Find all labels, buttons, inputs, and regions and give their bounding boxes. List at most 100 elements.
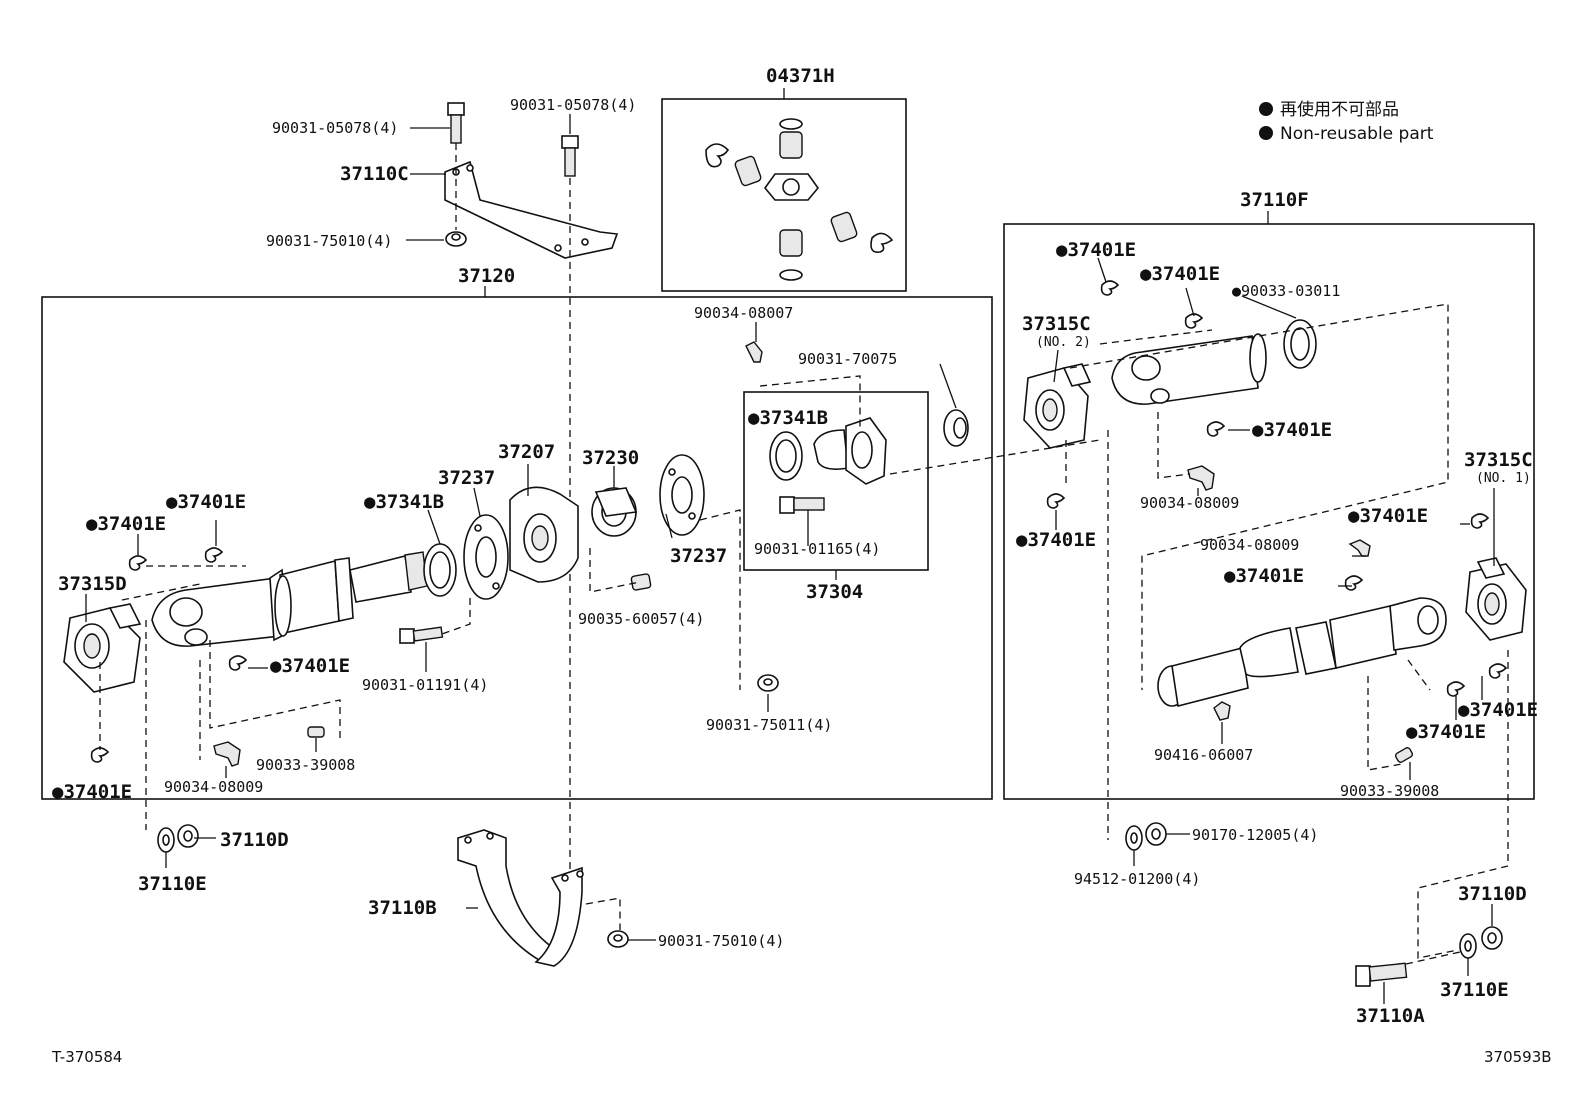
flange-yoke-37315d [63, 603, 142, 693]
assembly-dash-lines [99, 143, 1509, 965]
center-support-37207 [509, 486, 579, 583]
bolt-37110a [1355, 962, 1408, 987]
part-label: 37110A [1356, 1005, 1425, 1027]
legend-bullet-icon [1259, 126, 1273, 140]
group-label-37110f: 37110F [1240, 189, 1309, 211]
snap-rings-right [1046, 280, 1508, 697]
grease-fitting-90034-08007 [745, 341, 763, 363]
tube-left-shaft [274, 551, 428, 637]
box-37110f [1003, 211, 1535, 800]
part-label: 37315C [1022, 313, 1091, 335]
part-label: 90034-08007 [694, 304, 793, 322]
nut-37110d-right [1481, 926, 1503, 950]
part-label: 90031-05078(4) [272, 119, 398, 137]
part-label: 37315C [1464, 449, 1533, 471]
box-37120 [41, 286, 993, 800]
part-label: ●37401E [1252, 419, 1332, 441]
part-label: 37237 [670, 545, 727, 567]
part-labels: 90031-05078(4) 90031-05078(4) 37110C 900… [52, 96, 1538, 1027]
part-label: ●37341B [364, 491, 444, 513]
footer-right-code: 370593B [1484, 1048, 1552, 1066]
legend-en: Non-reusable part [1280, 124, 1434, 144]
part-label: 90031-75010(4) [658, 932, 784, 950]
part-label: ●37401E [1016, 529, 1096, 551]
washer-37237-left [463, 514, 509, 600]
part-label: 37315D [58, 573, 127, 595]
part-label: ●37401E [1224, 565, 1304, 587]
legend: 再使用不可部品 Non-reusable part [1259, 99, 1434, 144]
part-label: 94512-01200(4) [1074, 870, 1200, 888]
washer-37110e-right [1459, 933, 1477, 959]
bolt-90031-05078-left [447, 102, 465, 144]
part-label: 90170-12005(4) [1192, 826, 1318, 844]
bearing-37230 [591, 487, 638, 537]
part-label: 90033-39008 [1340, 782, 1439, 800]
footer-left-code: T-370584 [51, 1048, 122, 1066]
part-label: 90035-60057(4) [578, 610, 704, 628]
universal-joint-spider-kit [705, 118, 894, 281]
leader-lines [85, 114, 1495, 1004]
part-label: 90031-75011(4) [706, 716, 832, 734]
seal-37341b-box [769, 431, 803, 481]
part-label: 90031-05078(4) [510, 96, 636, 114]
box-37304 [743, 391, 929, 580]
part-label: 37110C [340, 163, 409, 185]
bolt-90031-01191 [399, 626, 444, 644]
bolt-90031-05078-right [561, 135, 579, 177]
sleeve-yoke-lower [1389, 597, 1447, 651]
pin-90035-60057 [630, 573, 652, 591]
part-label: 37230 [582, 447, 639, 469]
part-label: 90416-06007 [1154, 746, 1253, 764]
part-label: ●37341B [748, 407, 828, 429]
legend-bullet-icon [1259, 102, 1273, 116]
flange-center-37304 [813, 417, 887, 485]
nut-90031-75011 [757, 674, 779, 692]
part-label: 90031-01165(4) [754, 540, 880, 558]
nut-90031-75010-bottom [607, 930, 629, 948]
part-label: 37237 [438, 467, 495, 489]
grease-fitting-90034-08009-lower [1348, 539, 1371, 557]
washer-37237-right [659, 454, 705, 536]
grease-fitting-90033-39008-left [307, 726, 325, 738]
part-label: 90031-70075 [798, 350, 897, 368]
grease-fitting-90416-06007 [1213, 701, 1231, 721]
bolt-90031-01165 [779, 496, 825, 514]
part-label: 37110E [1440, 979, 1509, 1001]
part-label: ●37401E [166, 491, 246, 513]
bracket-37110b [457, 829, 584, 967]
seal-90033-03011 [1283, 319, 1317, 369]
group-label-04371h: 04371H [766, 65, 835, 87]
washer-37110e-left [157, 827, 175, 853]
grease-fitting-90033-39008-right [1394, 747, 1414, 763]
part-label: 90031-01191(4) [362, 676, 488, 694]
group-label-37120: 37120 [458, 265, 515, 287]
part-label: ●37401E [86, 513, 166, 535]
washer-94512-01200 [1125, 825, 1143, 851]
flange-yoke-37315c-no1 [1465, 557, 1527, 641]
box-04371h [661, 88, 907, 292]
part-label: (NO. 1) [1476, 471, 1531, 486]
nut-37110d-left [177, 824, 199, 848]
dust-deflector-90031-70075 [943, 409, 969, 447]
part-label: 90034-08009 [1200, 536, 1299, 554]
part-label: 37110D [1458, 883, 1527, 905]
part-label: 90031-75010(4) [266, 232, 392, 250]
yoke-sleeve-left [151, 568, 287, 647]
dust-seal-37341b-left [423, 543, 457, 597]
part-label: 37110D [220, 829, 289, 851]
flange-yoke-37315c-no2 [1023, 363, 1092, 449]
part-label: ●90033-03011 [1232, 282, 1340, 300]
bracket-37110c [444, 160, 619, 259]
sleeve-yoke-upper [1111, 333, 1267, 405]
grease-fitting-90034-08009-upper [1187, 465, 1215, 491]
legend-jp: 再使用不可部品 [1280, 99, 1399, 120]
part-label: 37110E [138, 873, 207, 895]
tube-right-shaft [1157, 605, 1397, 707]
part-label: ●37401E [1140, 263, 1220, 285]
nut-90031-75010-top [445, 231, 467, 247]
part-label: 90034-08009 [1140, 494, 1239, 512]
part-label: ●37401E [1458, 699, 1538, 721]
snap-rings-left [90, 547, 248, 763]
part-label: 37207 [498, 441, 555, 463]
